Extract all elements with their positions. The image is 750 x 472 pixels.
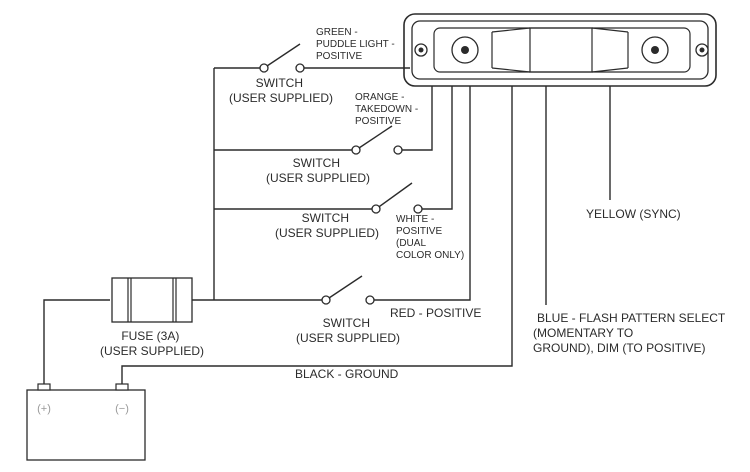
battery-positive-label: (+) (37, 403, 51, 415)
switch-1-label: SWITCH (USER SUPPLIED) (229, 76, 333, 105)
led-lens (491, 27, 629, 73)
orange-wire (402, 86, 433, 151)
battery-negative-label: (−) (115, 403, 129, 415)
negative-terminal (115, 383, 129, 391)
black-wire-label: BLACK - GROUND (295, 367, 399, 381)
white-wire-label: WHITE - POSITIVE (DUAL COLOR ONLY) (396, 214, 464, 261)
switch-3-label: SWITCH (USER SUPPLIED) (275, 211, 379, 240)
battery-to-fuse (43, 299, 110, 384)
switch-4-label: SWITCH (USER SUPPLIED) (296, 316, 400, 345)
white-wire (422, 86, 453, 210)
switch-4 (321, 275, 375, 305)
wires (43, 67, 611, 384)
blue-wire-label: BLUE - FLASH PATTERN SELECT (MOMENTARY T… (533, 311, 728, 355)
left-mount-hole (414, 43, 428, 57)
fuse (111, 277, 193, 323)
right-lens-screw (641, 36, 669, 64)
orange-wire-label: ORANGE - TAKEDOWN - POSITIVE (355, 92, 421, 127)
left-lens-screw (451, 36, 479, 64)
battery: (+) (−) (26, 383, 146, 461)
red-wire (372, 86, 471, 301)
black-wire (121, 86, 513, 384)
switch-3 (371, 182, 423, 214)
yellow-wire-label: YELLOW (SYNC) (586, 207, 681, 221)
light-head (403, 13, 717, 87)
right-mount-hole (695, 43, 709, 57)
positive-terminal (37, 383, 51, 391)
red-wire-label: RED - POSITIVE (390, 306, 481, 320)
green-wire-label: GREEN - PUDDLE LIGHT - POSITIVE (316, 27, 398, 62)
switch-1 (259, 43, 305, 73)
fuse-label: FUSE (3A) (USER SUPPLIED) (100, 329, 204, 358)
switch-2 (351, 125, 403, 155)
switch-2-label: SWITCH (USER SUPPLIED) (266, 156, 370, 185)
